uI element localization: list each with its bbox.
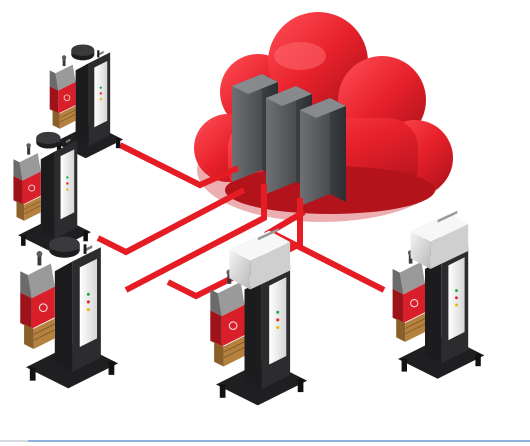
link-bottom-machine — [124, 184, 267, 293]
machine-front-center — [210, 228, 307, 405]
server-rack-icon — [232, 74, 346, 206]
link-middle-machine — [96, 187, 246, 256]
machine-bottom-left — [19, 236, 119, 389]
link-top-machine — [118, 142, 240, 189]
machine-top-left — [49, 44, 124, 159]
bottom-divider-accent — [28, 440, 530, 442]
machine-front-right — [393, 211, 485, 379]
